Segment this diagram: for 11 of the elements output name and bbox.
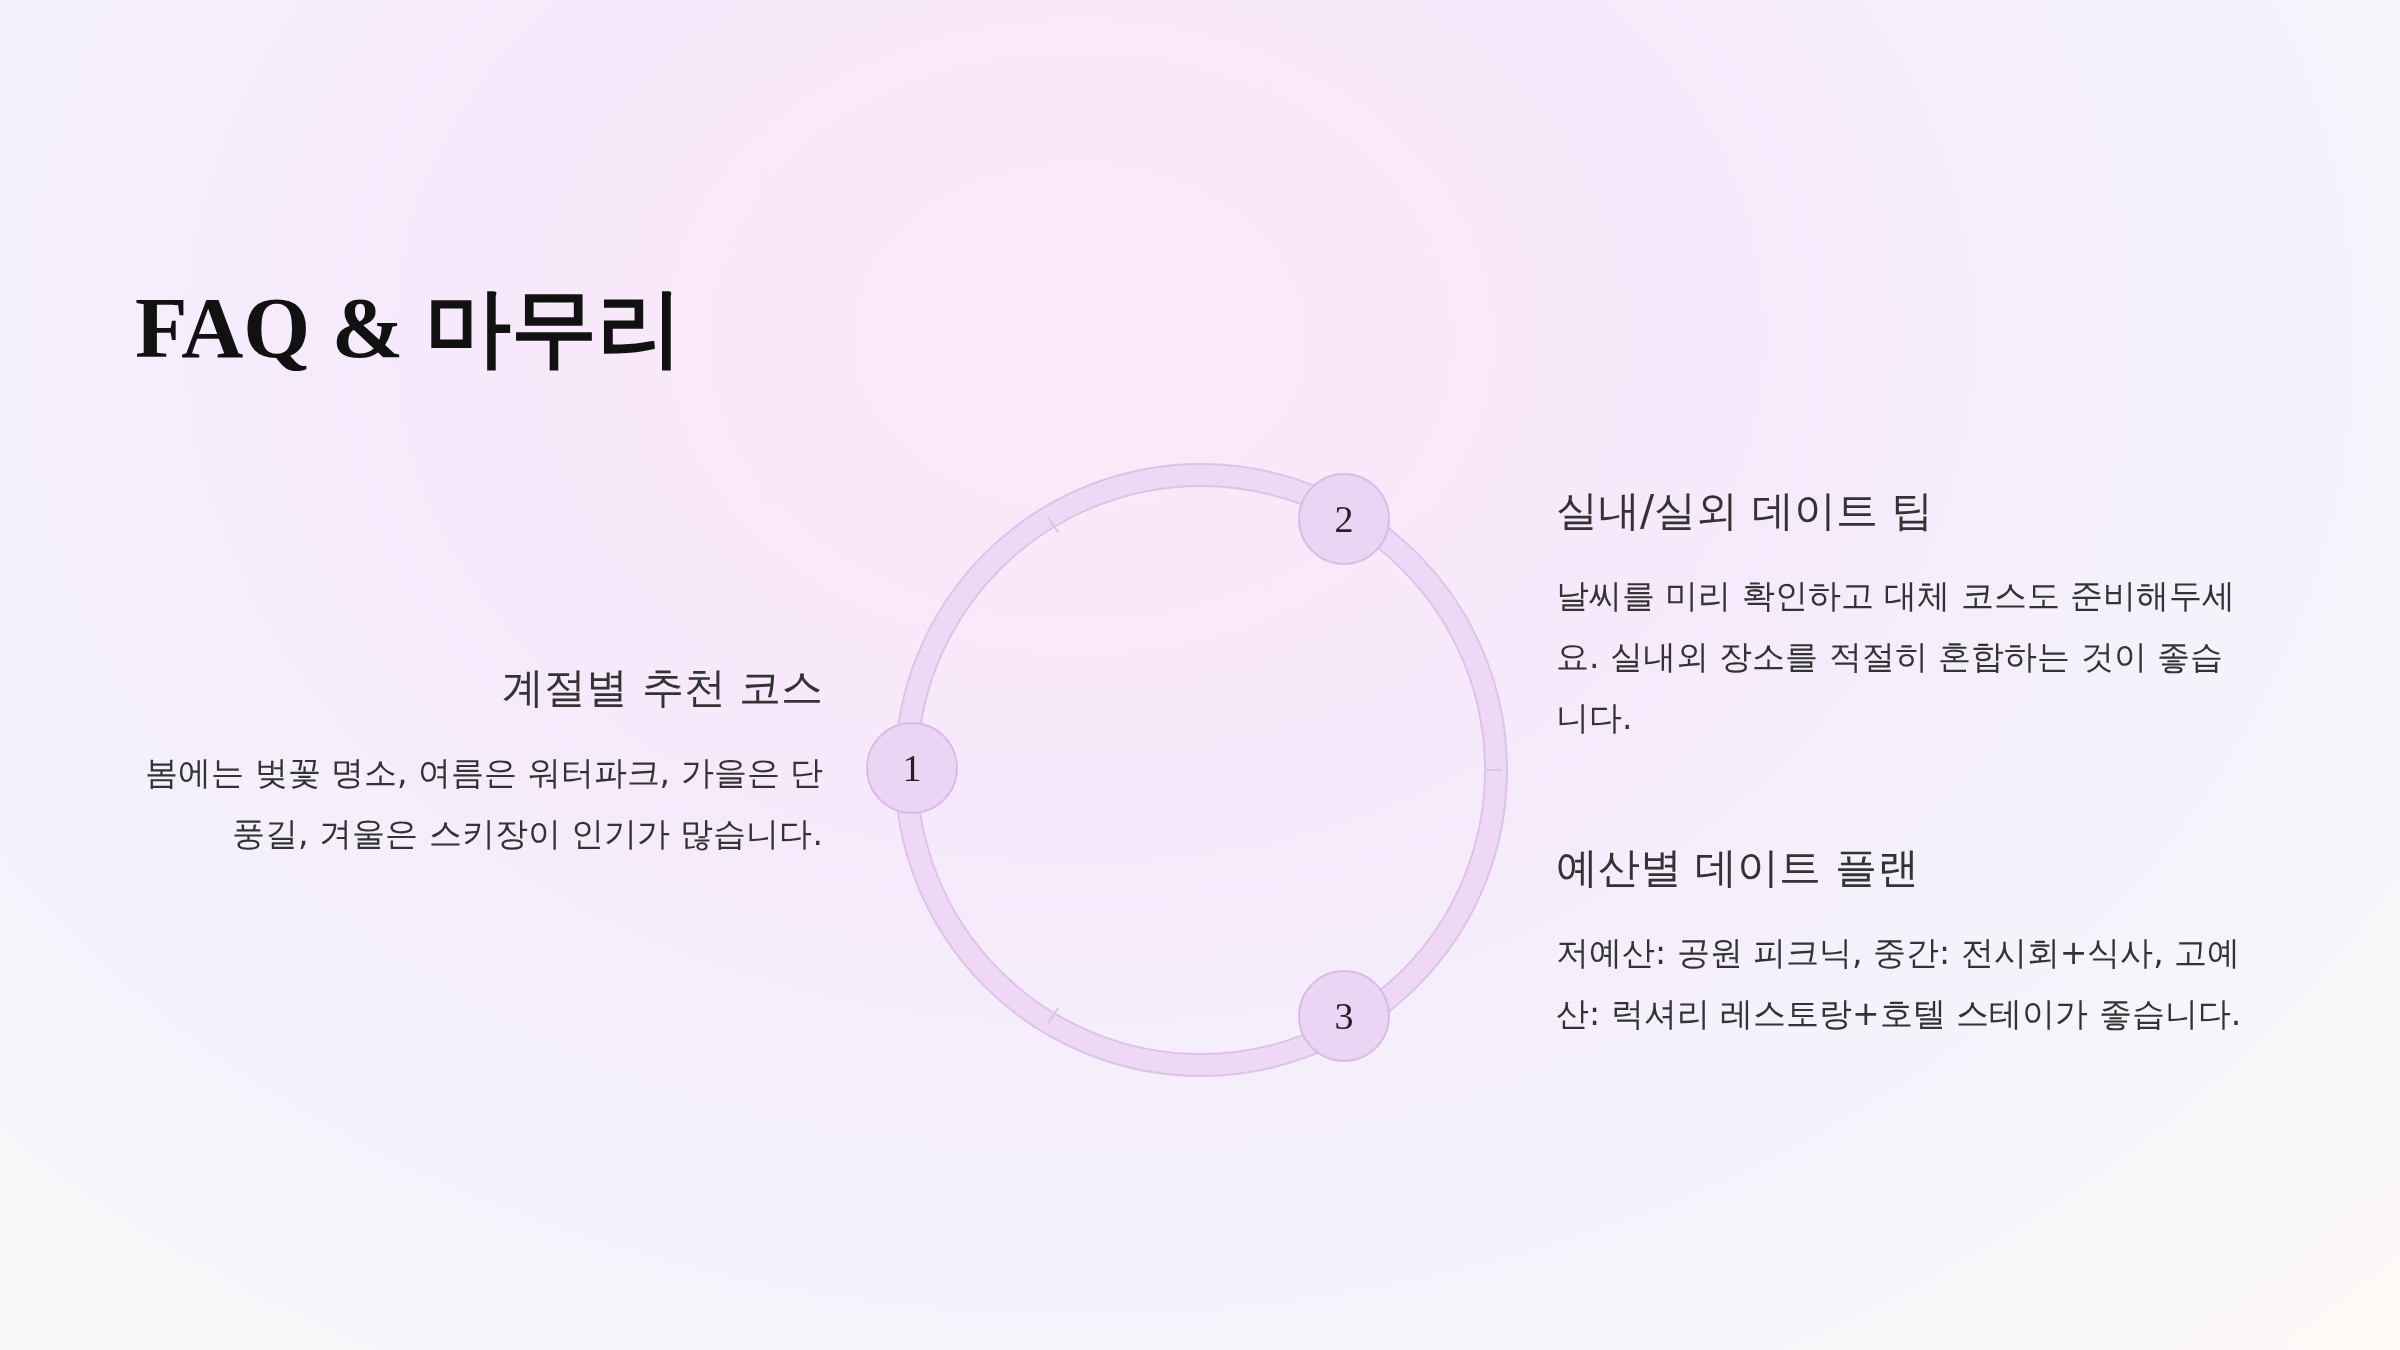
- section-text: 봄에는 벚꽃 명소, 여름은 워터파크, 가을은 단풍길, 겨울은 스키장이 인기가 많습니다.: [144, 752, 823, 855]
- step-number: 1: [902, 746, 922, 790]
- section-heading: 계절별 추천 코스: [501, 662, 823, 714]
- section-heading: 실내/실외 데이트 팁: [1556, 485, 1934, 537]
- section-text: 날씨를 미리 확인하고 대체 코스도 준비해두세요. 실내외 장소를 적절히 혼합하는 것이 좋습니다.: [1556, 575, 2237, 739]
- section-text: 저예산: 공원 피크닉, 중간: 전시회+식사, 고예산: 럭셔리 레스토랑+호텔 스테이가 좋습니다.: [1556, 932, 2243, 1035]
- step-circle: [1298, 970, 1390, 1062]
- slide-title: FAQ & 마무리: [135, 279, 683, 378]
- step-number: 3: [1334, 994, 1354, 1038]
- section-heading: 예산별 데이트 플랜: [1556, 842, 1920, 894]
- step-number: 2: [1334, 497, 1354, 541]
